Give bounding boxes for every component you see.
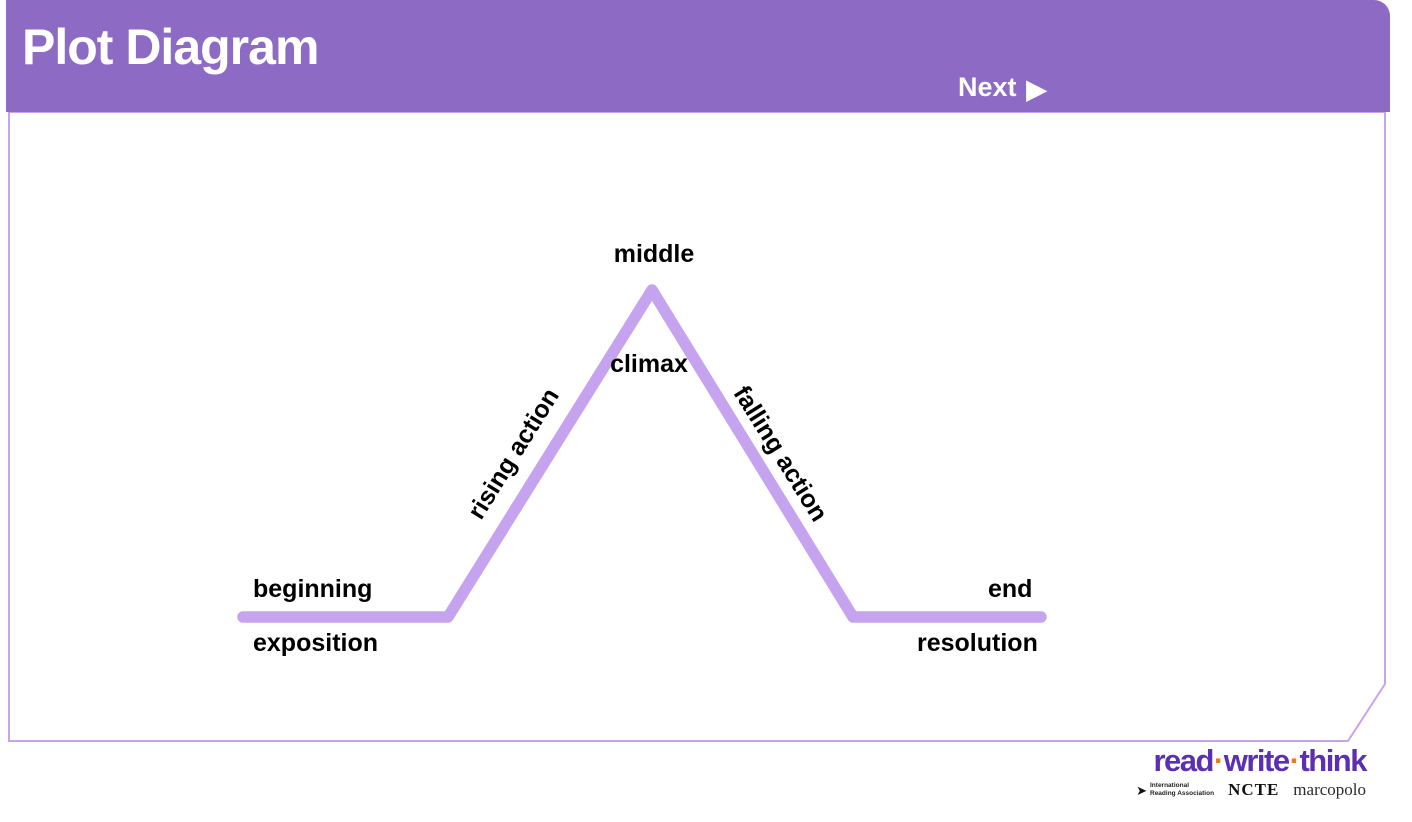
- brand-word-think: think: [1299, 743, 1367, 778]
- brand-word-read: read: [1153, 743, 1214, 778]
- ira-line1: International: [1150, 782, 1190, 790]
- brand-wordmark: read·write·think: [1136, 743, 1367, 778]
- plot-line-shape: [237, 284, 1047, 623]
- ira-line2: Reading Association: [1150, 790, 1215, 798]
- ncte-logo: NCTE: [1228, 780, 1280, 800]
- header-bar: Plot Diagram Next ▶: [6, 0, 1390, 112]
- label-resolution: resolution: [917, 629, 1038, 657]
- label-exposition: exposition: [253, 629, 379, 657]
- diagram-stage: middle climax rising action falling acti…: [8, 112, 1386, 742]
- label-beginning: beginning: [253, 575, 373, 603]
- readwritethink-logo: read·write·think ➤ International Reading…: [1136, 743, 1367, 800]
- page-title: Plot Diagram: [22, 19, 319, 75]
- brand-dot-icon: ·: [1289, 743, 1300, 778]
- next-button[interactable]: Next ▶: [958, 72, 1047, 103]
- brand-dot-icon: ·: [1213, 743, 1224, 778]
- label-middle: middle: [613, 240, 695, 268]
- brand-word-write: write: [1223, 743, 1290, 778]
- marcopolo-logo: marcopolo: [1293, 780, 1366, 800]
- stage-border: [8, 112, 1386, 742]
- next-button-label: Next: [958, 72, 1017, 102]
- ira-logo-icon: ➤: [1136, 782, 1147, 798]
- label-climax: climax: [610, 350, 688, 378]
- next-arrow-icon: ▶: [1026, 73, 1047, 104]
- ira-logo: ➤ International Reading Association: [1136, 782, 1214, 798]
- label-end: end: [988, 575, 1033, 603]
- stage-frame-and-plot-shape: [8, 112, 1386, 742]
- partner-logos-row: ➤ International Reading Association NCTE…: [1136, 780, 1366, 800]
- ira-logo-text: International Reading Association: [1150, 782, 1214, 798]
